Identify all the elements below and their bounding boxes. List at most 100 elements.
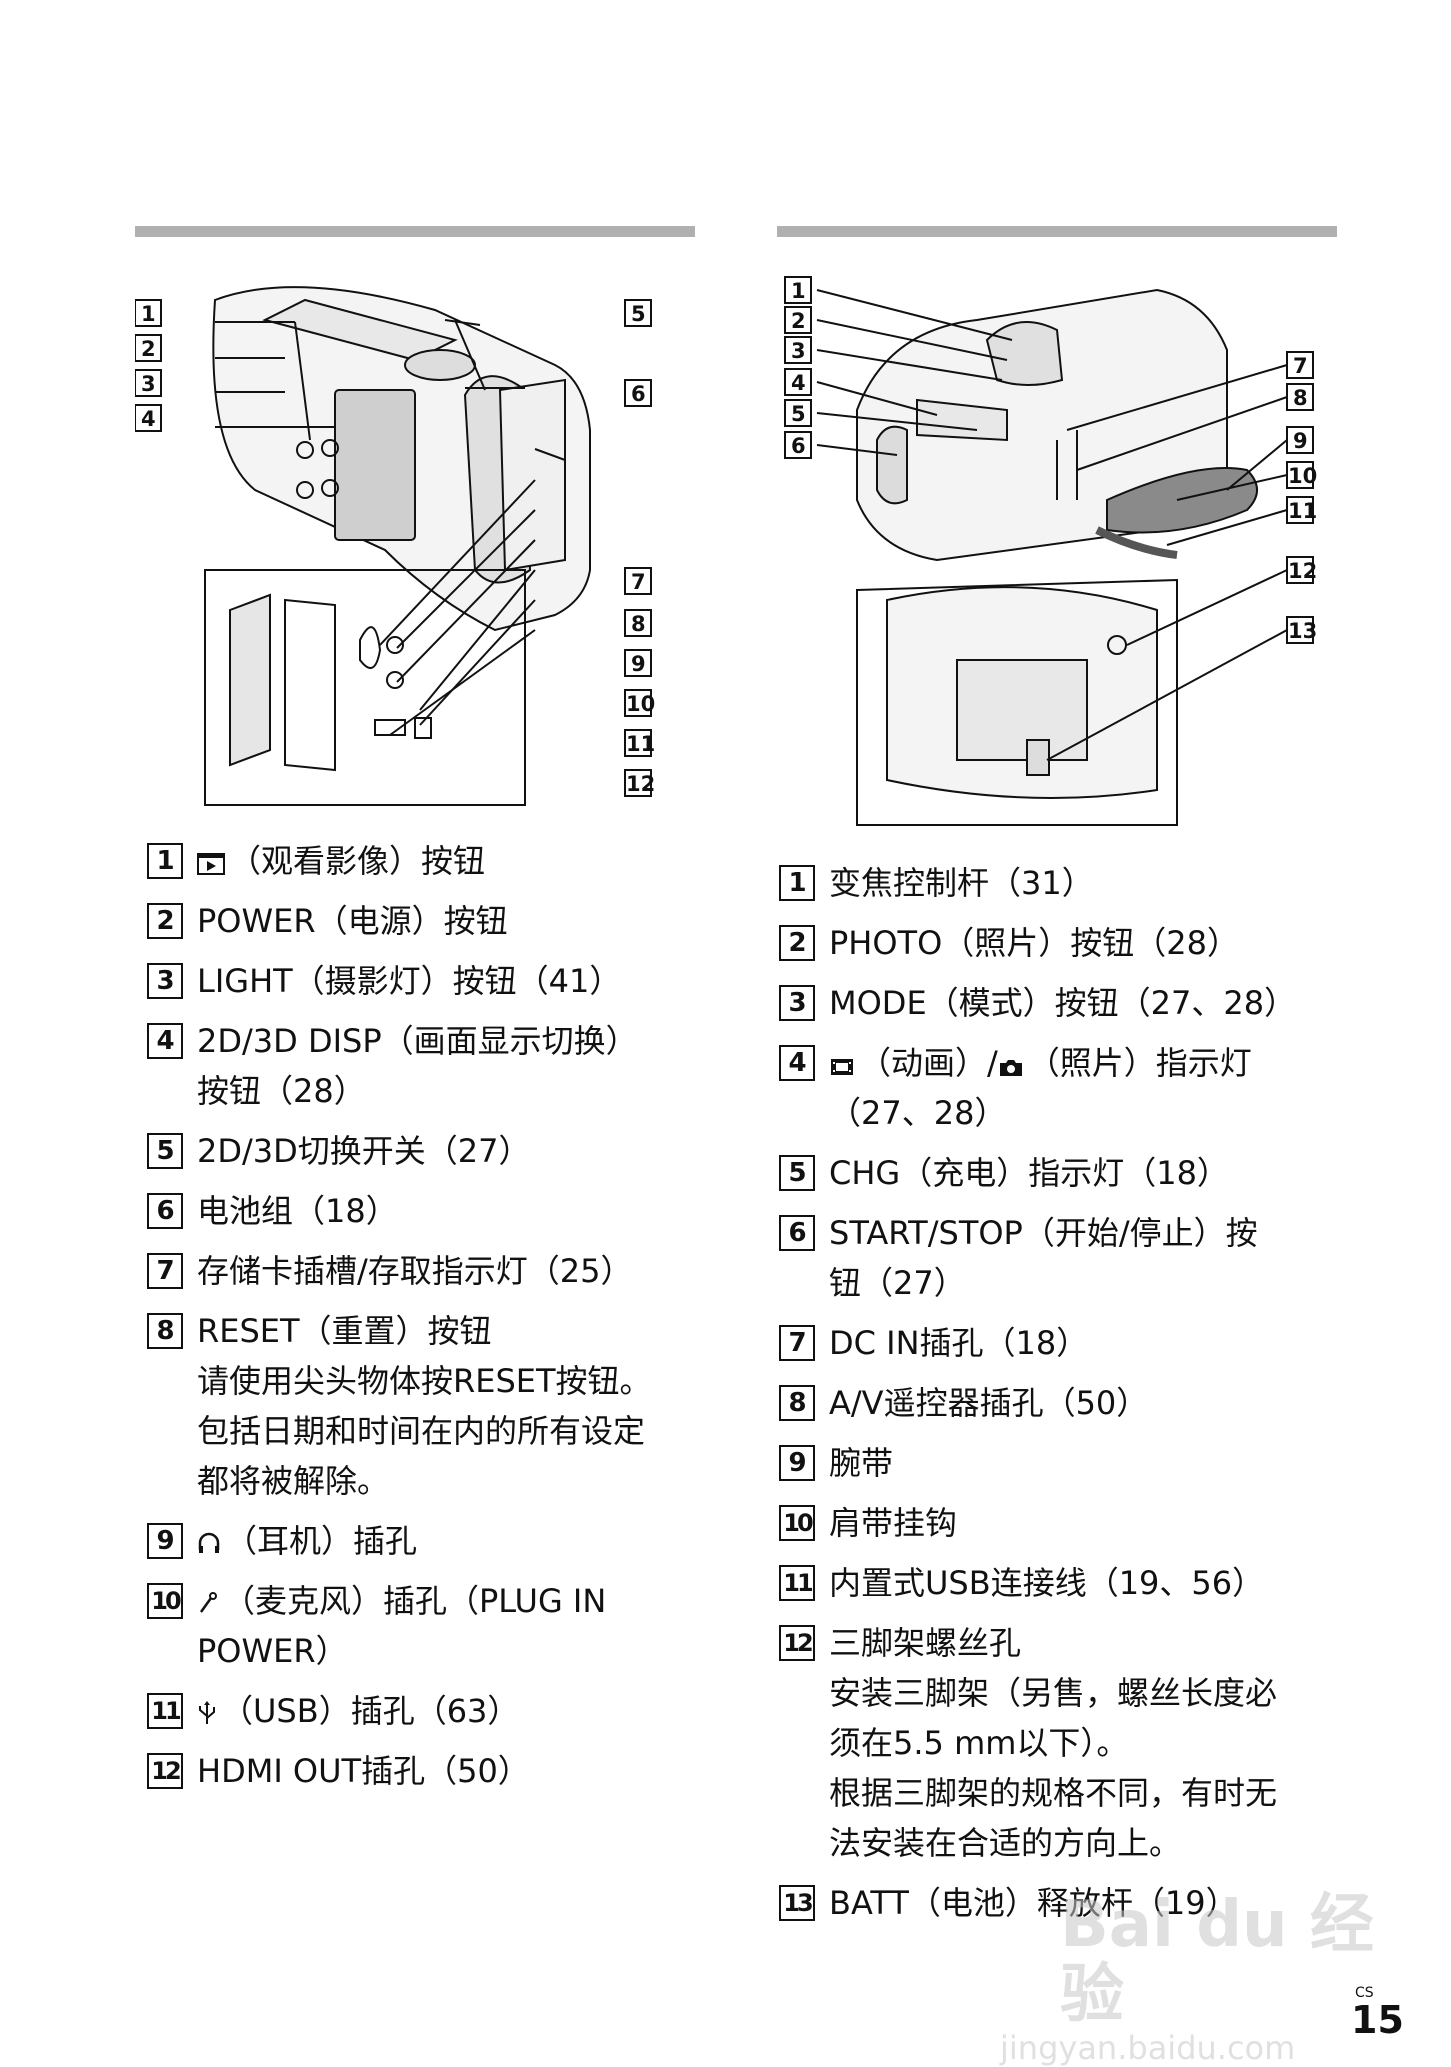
list-item: 6 电池组（18）	[147, 1186, 707, 1236]
callout-2: 2	[141, 337, 156, 361]
r-callout-4: 4	[791, 371, 806, 395]
item-number-box: 11	[147, 1693, 183, 1729]
item-number-box: 5	[779, 1155, 815, 1191]
item-number-box: 10	[147, 1583, 183, 1619]
list-item: 9 （耳机）插孔	[147, 1516, 707, 1566]
microphone-icon	[199, 1592, 217, 1613]
item-text: 存储卡插槽/存取指示灯（25）	[197, 1252, 633, 1290]
item-number-box: 7	[779, 1325, 815, 1361]
item-text-line2: （27、28）	[829, 1094, 1007, 1132]
watermark-logo: Bai du 经验	[1060, 1888, 1374, 2032]
r-callout-10-box	[1286, 461, 1314, 489]
list-item: 7 DC IN插孔（18）	[779, 1318, 1349, 1368]
list-item: 4 （动画）/（照片）指示灯 （27、28）	[779, 1038, 1349, 1138]
list-item: 11 内置式USB连接线（19、56）	[779, 1558, 1349, 1608]
item-text: （麦克风）插孔（PLUG IN	[223, 1582, 607, 1620]
play-icon	[197, 853, 225, 875]
left-parts-list: 1 （观看影像）按钮 2 POWER（电源）按钮 3 LIGHT（摄影灯）按钮（…	[147, 836, 707, 1806]
item-number-box: 1	[147, 843, 183, 879]
callout-7-box	[624, 567, 652, 595]
r-callout-1-box	[784, 276, 812, 304]
item-number-box: 13	[779, 1885, 815, 1921]
r-callout-1: 1	[791, 279, 806, 303]
item-number-box: 10	[779, 1505, 815, 1541]
r-callout-13: 13	[1288, 619, 1317, 643]
item-text: DC IN插孔（18）	[829, 1324, 1089, 1362]
item-text: 内置式USB连接线（19、56）	[829, 1564, 1265, 1602]
list-item: 13 BATT（电池）释放杆（19）	[779, 1878, 1349, 1928]
item-text-line4: 都将被解除。	[197, 1462, 390, 1500]
list-item: 3 MODE（模式）按钮（27、28）	[779, 978, 1349, 1028]
item-text: 电池组（18）	[197, 1192, 398, 1230]
item-text: 2D/3D切换开关（27）	[197, 1132, 531, 1170]
item-text: A/V遥控器插孔（50）	[829, 1384, 1149, 1422]
r-callout-12-box	[1286, 556, 1314, 584]
callout-4: 4	[141, 407, 156, 431]
item-text: （动画）/	[859, 1044, 998, 1082]
item-text: 变焦控制杆（31）	[829, 864, 1094, 902]
item-text: START/STOP（开始/停止）按	[829, 1214, 1258, 1252]
callout-7: 7	[631, 570, 646, 594]
item-text: （USB）插孔（63）	[221, 1692, 520, 1730]
list-item: 11 （USB）插孔（63）	[147, 1686, 707, 1736]
r-callout-7: 7	[1293, 354, 1308, 378]
right-callouts: 1 2 3 4 5 6 7 8 9 10 11 12 13	[784, 276, 1317, 644]
item-text: CHG（充电）指示灯（18）	[829, 1154, 1229, 1192]
camcorder-right-side-illustration: 1 2 3 4 5 6 7 8 9 10 11 12 13	[777, 270, 1337, 830]
item-text: MODE（模式）按钮（27、28）	[829, 984, 1297, 1022]
r-callout-9: 9	[1293, 429, 1308, 453]
callout-11: 11	[626, 732, 655, 756]
list-item: 7 存储卡插槽/存取指示灯（25）	[147, 1246, 707, 1296]
item-text: PHOTO（照片）按钮（28）	[829, 924, 1240, 962]
r-callout-6-box	[784, 431, 812, 459]
item-number-box: 6	[779, 1215, 815, 1251]
callout-11-box	[624, 729, 652, 757]
item-number-box: 9	[147, 1523, 183, 1559]
item-number-box: 5	[147, 1133, 183, 1169]
r-callout-11-box	[1286, 496, 1314, 524]
r-callout-10: 10	[1288, 464, 1317, 488]
item-number-box: 3	[147, 963, 183, 999]
callout-6-box	[624, 379, 652, 407]
item-text-line2: POWER）	[197, 1632, 348, 1670]
callout-6: 6	[631, 382, 646, 406]
item-text: 三脚架螺丝孔	[829, 1624, 1022, 1662]
r-callout-5: 5	[791, 402, 806, 426]
headphones-icon	[198, 1532, 220, 1553]
callout-9: 9	[631, 652, 646, 676]
r-callout-13-box	[1286, 616, 1314, 644]
usb-icon	[199, 1701, 215, 1724]
list-item: 1 （观看影像）按钮	[147, 836, 707, 886]
item-number-box: 2	[779, 925, 815, 961]
list-item: 5 CHG（充电）指示灯（18）	[779, 1148, 1349, 1198]
r-callout-9-box	[1286, 426, 1314, 454]
item-number-box: 11	[779, 1565, 815, 1601]
item-text-line2: 按钮（28）	[197, 1072, 366, 1110]
list-item: 1 变焦控制杆（31）	[779, 858, 1349, 908]
section-rule-right	[777, 226, 1337, 237]
r-callout-8-box	[1286, 383, 1314, 411]
item-number-box: 12	[779, 1625, 815, 1661]
item-number-box: 3	[779, 985, 815, 1021]
page-number: 15	[1351, 1998, 1404, 2042]
item-text: RESET（重置）按钮	[197, 1312, 492, 1350]
movie-icon	[831, 1059, 853, 1075]
item-text: 肩带挂钩	[829, 1504, 958, 1542]
item-text-line4: 根据三脚架的规格不同，有时无	[829, 1774, 1278, 1812]
r-callout-11: 11	[1288, 499, 1317, 523]
left-callouts: 1 2 3 4 5 6 7 8 9 10 11 12	[135, 299, 655, 797]
callout-1-box	[135, 299, 162, 327]
item-number-box: 1	[779, 865, 815, 901]
list-item: 9 腕带	[779, 1438, 1349, 1488]
item-number-box: 12	[147, 1753, 183, 1789]
list-item: 12 三脚架螺丝孔 安装三脚架（另售，螺丝长度必 须在5.5 mm以下）。 根据…	[779, 1618, 1349, 1868]
camcorder-right-drawing: 1 2 3 4 5 6 7 8 9 10 11 12 13	[784, 276, 1317, 826]
list-item: 2 PHOTO（照片）按钮（28）	[779, 918, 1349, 968]
item-text-b: （照片）指示灯	[1027, 1044, 1252, 1082]
callout-10: 10	[626, 692, 655, 716]
section-rule-left	[135, 226, 695, 237]
item-number-box: 2	[147, 903, 183, 939]
item-text-line2: 请使用尖头物体按RESET按钮。	[197, 1362, 652, 1400]
callout-4-box	[135, 404, 162, 432]
callout-9-box	[624, 649, 652, 677]
